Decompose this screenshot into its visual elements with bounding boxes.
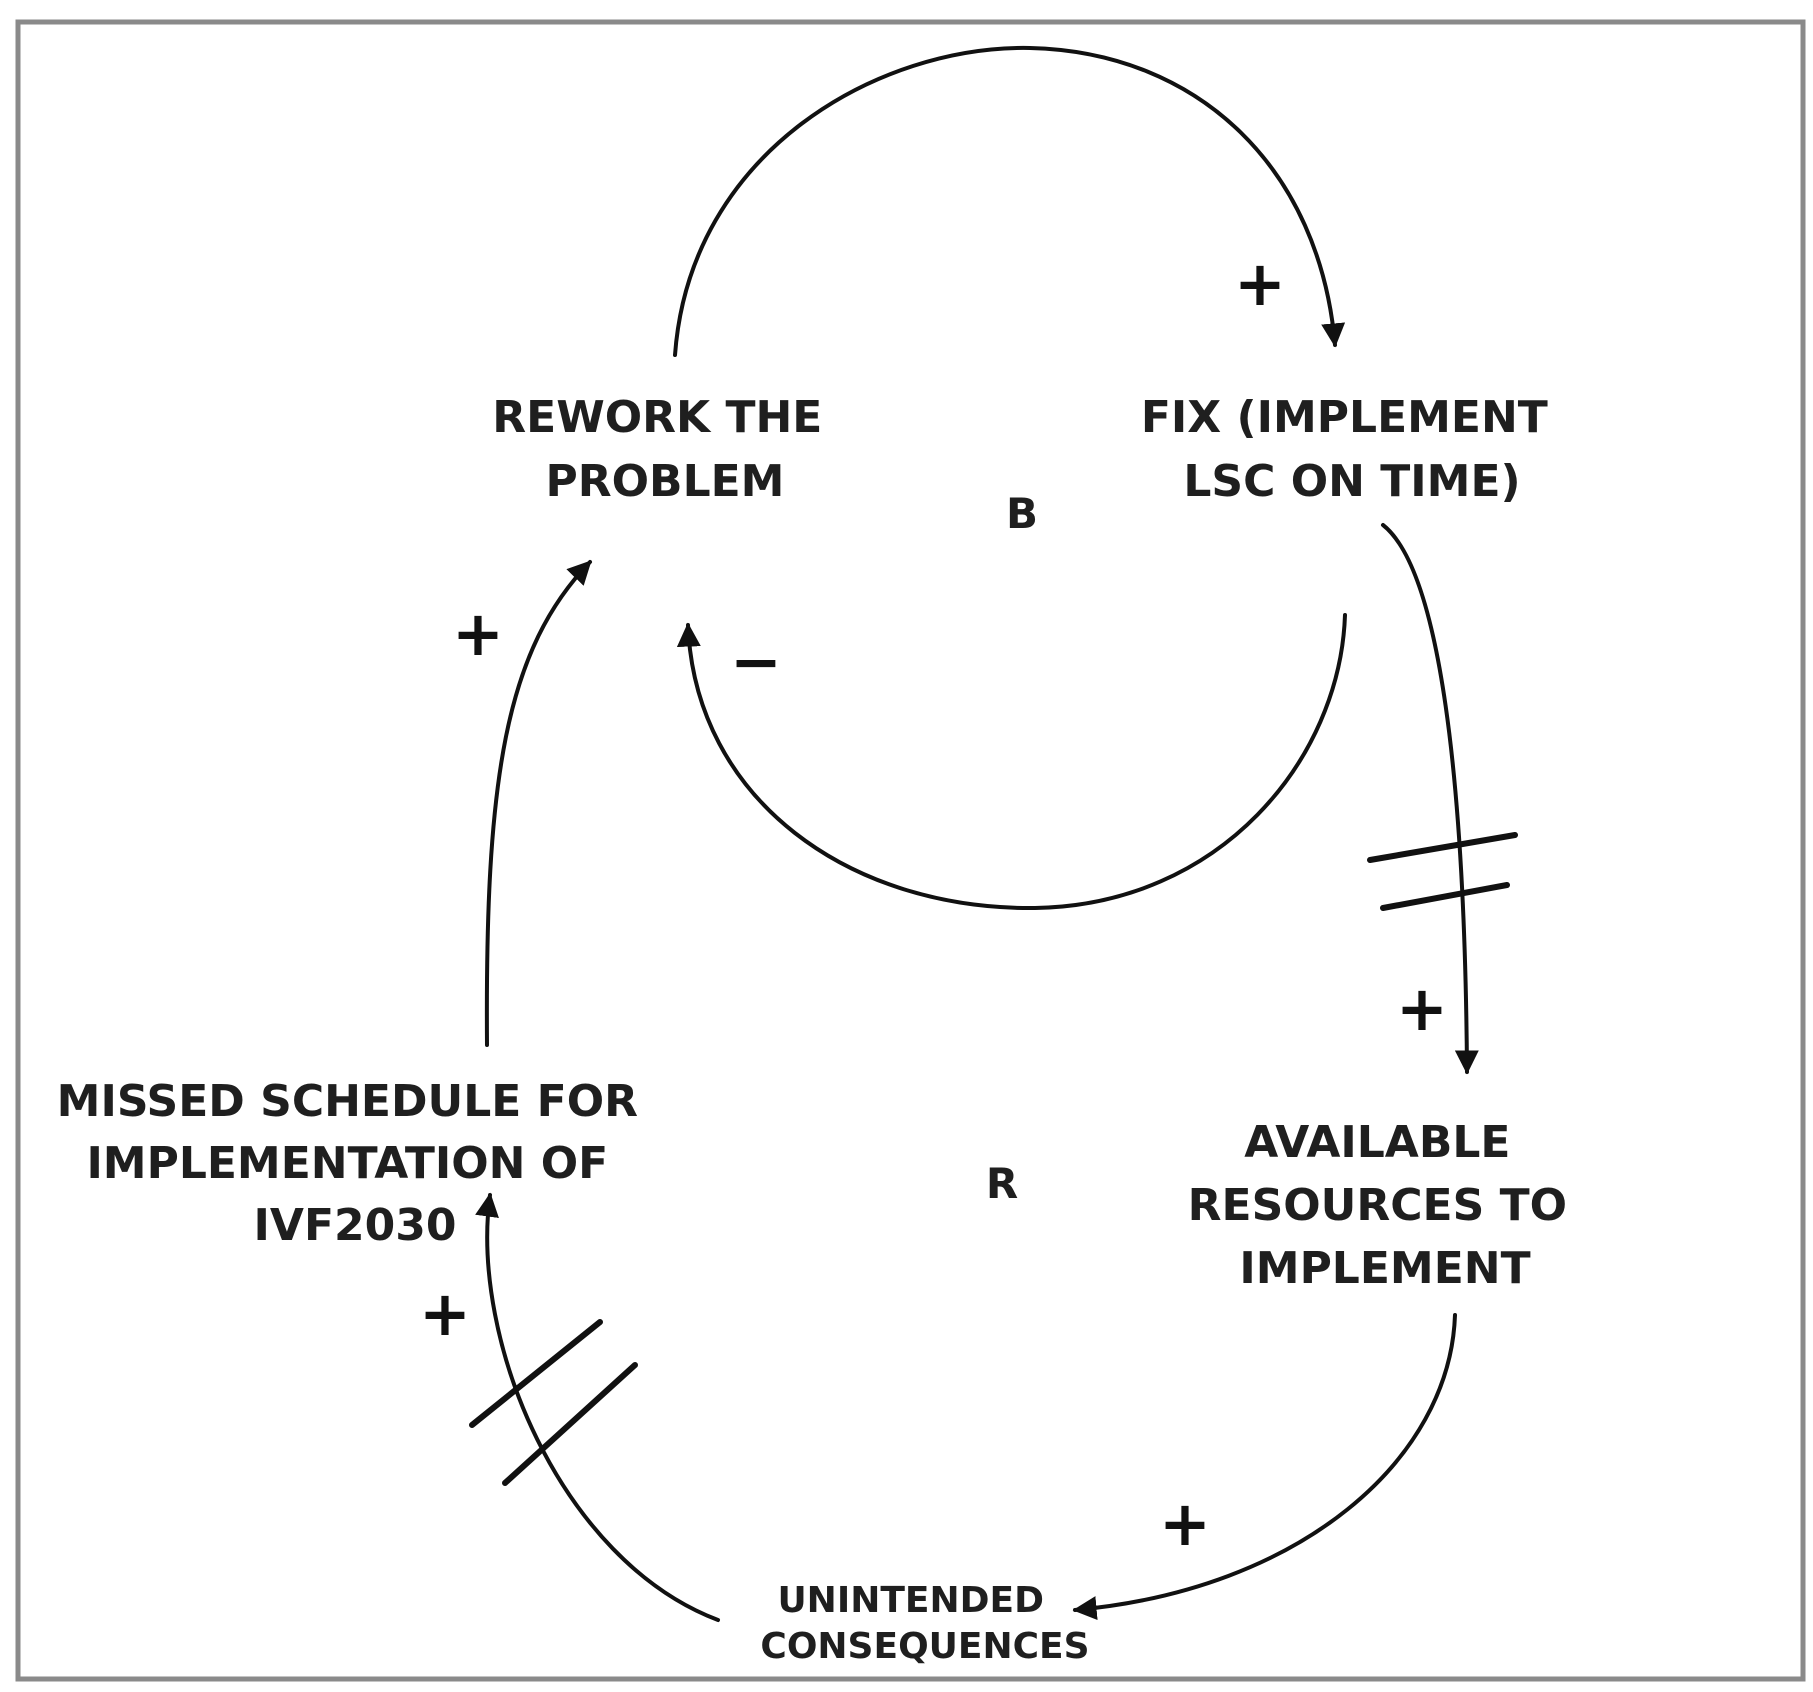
loop-label-reinforcing: R: [986, 1159, 1018, 1208]
polarity-unintended-to-missed: +: [419, 1277, 471, 1350]
node-unintended-line-1: UNINTENDED: [777, 1580, 1044, 1621]
polarity-resources-to-unintended: +: [1159, 1487, 1211, 1560]
link-unintended-to-missed: [475, 1192, 720, 1622]
link-rework-to-fix: [673, 45, 1346, 357]
node-unintended-line-2: CONSEQUENCES: [760, 1626, 1089, 1667]
node-unintended-consequences: UNINTENDED CONSEQUENCES: [760, 1580, 1089, 1667]
polarity-missed-to-rework: +: [452, 597, 504, 670]
delay-mark-unintended-missed-1: [469, 1319, 603, 1428]
node-rework-line-2: PROBLEM: [546, 456, 785, 507]
polarity-fix-to-resources: +: [1396, 972, 1448, 1045]
node-fix-implement-lsc: FIX (IMPLEMENT LSC ON TIME): [1141, 392, 1563, 507]
node-fix-line-2: LSC ON TIME): [1183, 456, 1520, 507]
node-rework-line-1: REWORK THE: [492, 392, 822, 443]
delay-mark-fix-resources-2: [1380, 882, 1510, 911]
link-missed-to-rework: [484, 560, 592, 1047]
link-resources-to-unintended: [1072, 1313, 1457, 1621]
node-missed-line-3: IVF2030: [254, 1200, 457, 1251]
node-resources-line-3: IMPLEMENT: [1239, 1243, 1530, 1294]
loop-label-balancing: B: [1006, 489, 1038, 538]
polarity-rework-to-fix: +: [1234, 247, 1286, 320]
delay-mark-fix-resources-1: [1367, 832, 1518, 863]
node-resources-line-1: AVAILABLE: [1244, 1117, 1510, 1168]
link-fix-to-resources: [1381, 523, 1479, 1075]
diagram-frame: [15, 19, 1806, 1682]
polarity-fix-to-rework: −: [730, 625, 782, 698]
node-resources-line-2: RESOURCES TO: [1188, 1180, 1567, 1231]
node-rework-the-problem: REWORK THE PROBLEM: [492, 392, 837, 507]
node-missed-line-1: MISSED SCHEDULE FOR: [57, 1076, 638, 1127]
delay-mark-unintended-missed-2: [502, 1362, 638, 1486]
node-missed-line-2: IMPLEMENTATION OF: [86, 1138, 608, 1189]
node-missed-schedule: MISSED SCHEDULE FOR IMPLEMENTATION OF IV…: [57, 1076, 654, 1251]
link-fix-to-rework: [676, 613, 1347, 911]
node-fix-line-1: FIX (IMPLEMENT: [1141, 392, 1548, 443]
node-available-resources: AVAILABLE RESOURCES TO IMPLEMENT: [1188, 1117, 1583, 1294]
